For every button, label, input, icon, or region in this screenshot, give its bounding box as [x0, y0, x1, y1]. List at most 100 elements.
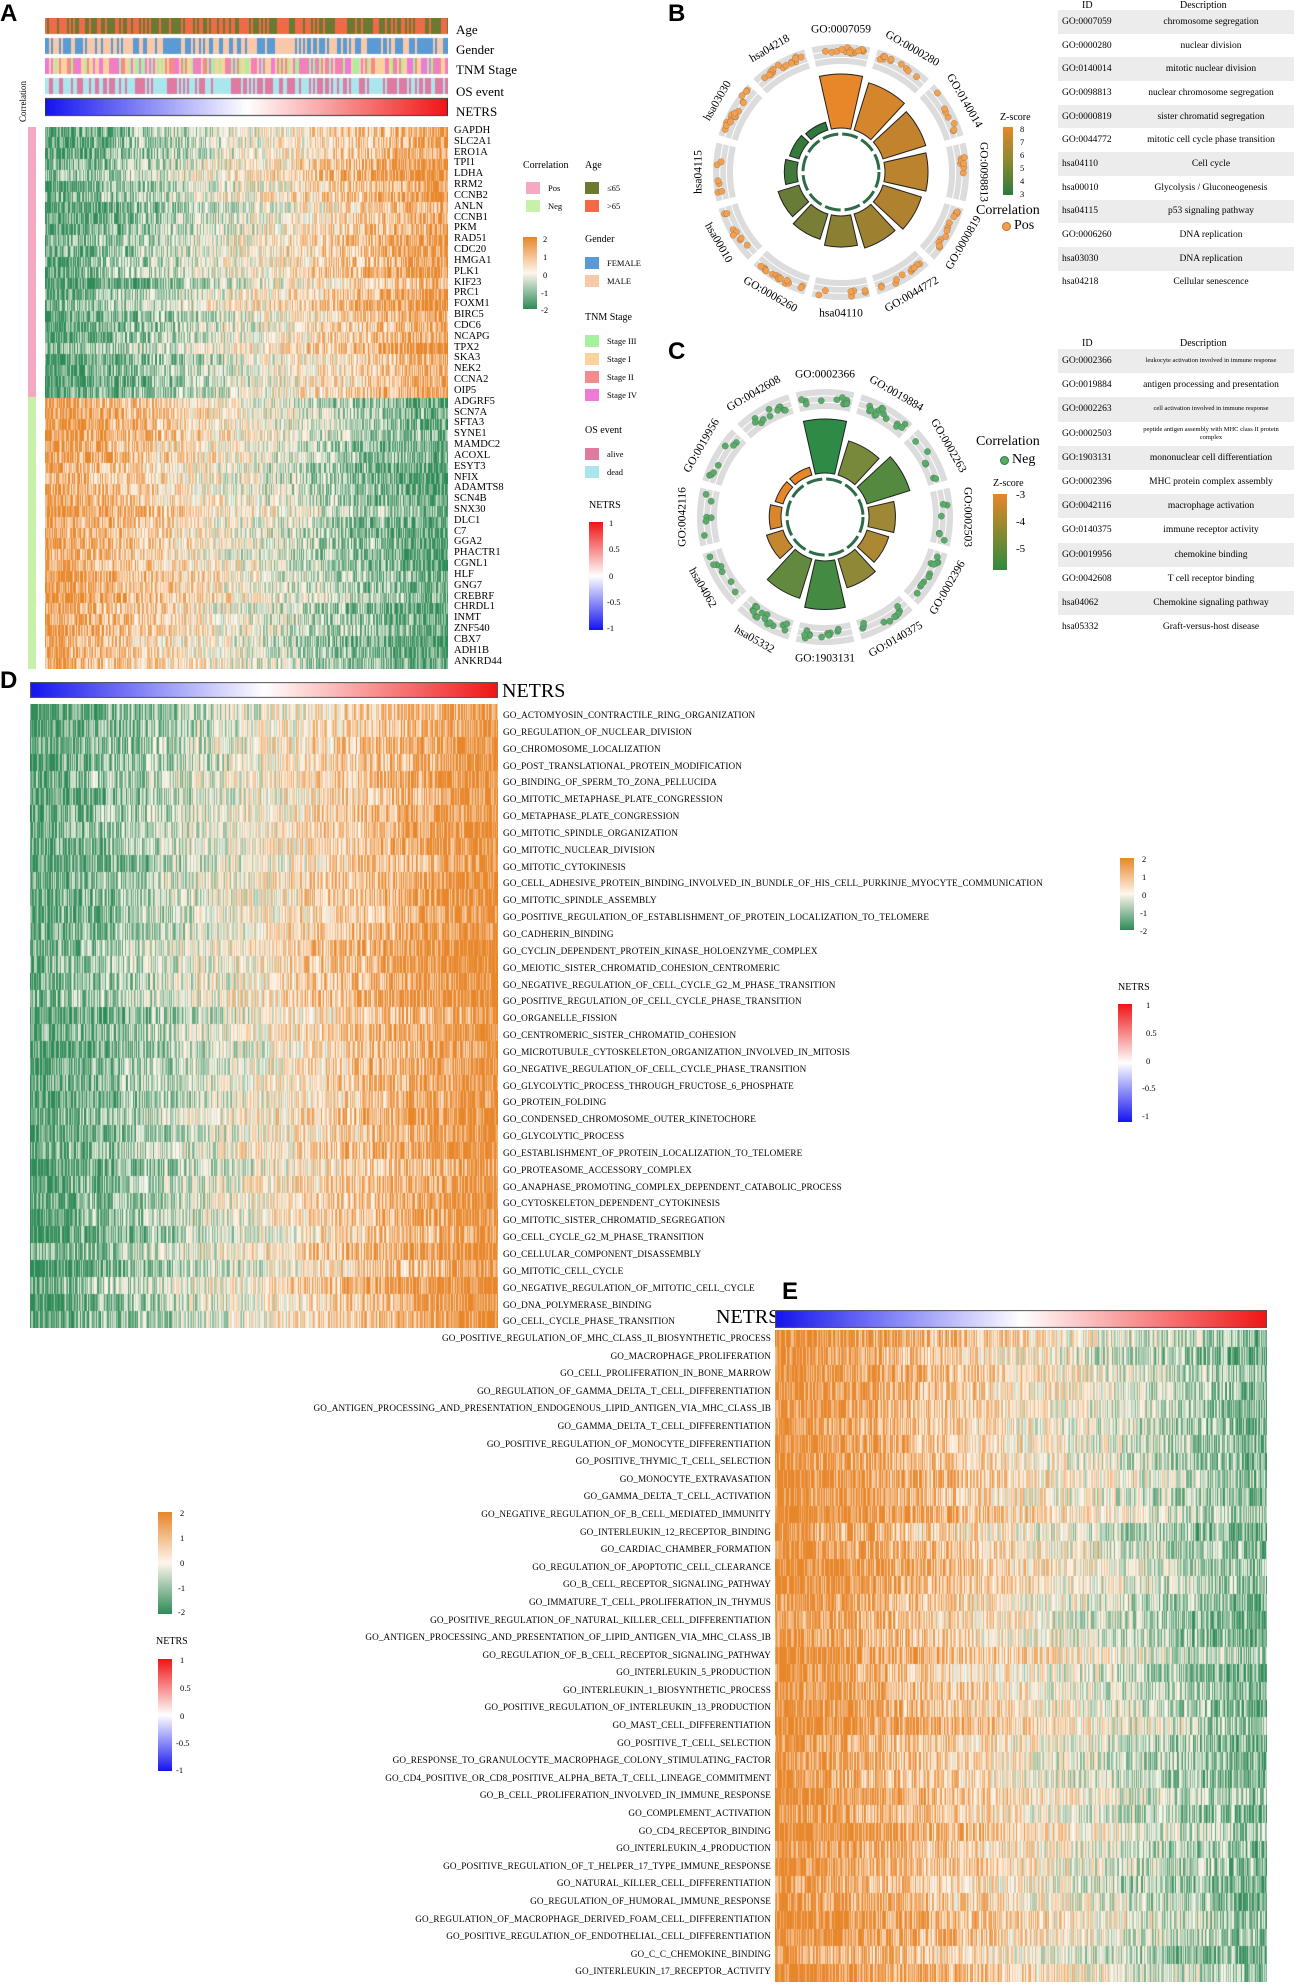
legend-stage2-swatch — [585, 371, 599, 383]
gene-label: CREBRF — [454, 590, 495, 602]
table-cell-description: nuclear division — [1128, 33, 1294, 58]
gene-dot — [950, 120, 958, 127]
gene-dot — [765, 71, 773, 79]
gene-dot — [782, 62, 790, 69]
band-gridline — [730, 204, 758, 251]
gene-dot — [942, 233, 950, 241]
gene-dot — [723, 210, 731, 217]
table-cell-id: hsa00010 — [1058, 175, 1128, 200]
term-label: GO_INTERLEUKIN_12_RECEPTOR_BINDING — [579, 1526, 771, 1537]
table-cell-description: T cell receptor binding — [1128, 566, 1294, 591]
zscore-bar — [768, 504, 783, 530]
gene-label: CDC6 — [454, 319, 481, 331]
table-cell-id: GO:0000280 — [1058, 33, 1128, 58]
legend-neg-swatch — [526, 200, 540, 212]
gene-label: DLC1 — [454, 514, 481, 526]
gene-dot — [935, 530, 943, 538]
legend-neg-label: Neg — [548, 201, 563, 211]
legend-alive-swatch — [585, 448, 599, 460]
gene-dot — [757, 262, 765, 270]
term-label: GO_ANTIGEN_PROCESSING_AND_PRESENTATION_E… — [313, 1403, 771, 1414]
zscore-bar — [853, 203, 896, 249]
gene-dot — [750, 607, 757, 615]
panel-d-heatmap — [30, 704, 498, 1328]
zscore-bar — [837, 440, 880, 486]
legend-female-label: FEMALE — [607, 258, 641, 268]
term-label: GO_BINDING_OF_SPERM_TO_ZONA_PELLUCIDA — [503, 777, 717, 788]
term-label: GO_B_CELL_RECEPTOR_SIGNALING_PATHWAY — [563, 1579, 771, 1590]
panel-d-expr-tick: 1 — [1142, 872, 1147, 882]
gene-dot — [912, 438, 920, 445]
panel-e-expr-tick: 2 — [180, 1508, 185, 1518]
term-label: GO_GLYCOLYTIC_PROCESS — [503, 1131, 625, 1142]
term-label: GO_MITOTIC_SPINDLE_ORGANIZATION — [503, 827, 678, 838]
zscore-bar — [872, 184, 923, 230]
term-label: GO_NEGATIVE_REGULATION_OF_CELL_CYCLE_PHA… — [503, 1063, 807, 1074]
term-label: GO_CHROMOSOME_LOCALIZATION — [503, 743, 661, 754]
gene-label: ERO1A — [454, 146, 488, 158]
gene-dot — [766, 619, 774, 627]
gene-label: ACOXL — [454, 449, 491, 461]
track-label-gender: Gender — [456, 42, 495, 57]
zscore-bar — [788, 466, 813, 486]
term-label: GO_C_C_CHEMOKINE_BINDING — [630, 1948, 771, 1959]
gene-dot — [722, 122, 730, 129]
gene-dot — [821, 47, 829, 55]
panel-b-zscore-tick: 5 — [1020, 163, 1025, 173]
gene-dot — [960, 159, 968, 167]
gene-dot — [886, 617, 894, 625]
table-cell-id: hsa05332 — [1058, 615, 1128, 640]
band-gridline — [762, 255, 809, 283]
gene-dot — [880, 618, 888, 626]
track-label-tnm: TNM Stage — [456, 62, 518, 77]
term-label: GO_CYCLIN_DEPENDENT_PROTEIN_KINASE_HOLOE… — [503, 945, 818, 956]
gene-dot — [817, 397, 825, 405]
panel-c-zscore-tick: -3 — [1016, 489, 1026, 501]
gene-dot — [731, 109, 739, 117]
gene-dot — [845, 48, 853, 56]
panel-d-netrs-tick: 1 — [1146, 1000, 1151, 1010]
gene-dot — [834, 625, 842, 633]
term-label: GO_MITOTIC_CELL_CYCLE — [503, 1265, 624, 1276]
zscore-bar — [783, 158, 799, 186]
panel-e-netrs-tick: -0.5 — [176, 1738, 190, 1748]
legend-stage4-label: Stage IV — [607, 390, 637, 400]
table-cell-id: GO:0098813 — [1058, 81, 1128, 105]
legend-gender-title: Gender — [585, 234, 615, 245]
gene-label: NFIX — [454, 471, 479, 483]
panel-b-zscore-tick: 8 — [1020, 124, 1025, 134]
legend-stage4-swatch — [585, 389, 599, 401]
gene-label: GNG7 — [454, 579, 482, 591]
gene-dot — [765, 405, 773, 413]
panel-c-zscore-colorbar — [993, 494, 1007, 570]
legend-age-le65-swatch — [585, 182, 599, 194]
outer-band — [795, 389, 855, 412]
legend-netrs-tick: 0.5 — [609, 544, 620, 554]
gene-label: INMT — [454, 612, 481, 624]
gene-dot — [924, 448, 931, 456]
gene-label: ZNF540 — [454, 623, 490, 635]
inner-ring — [801, 132, 881, 212]
gene-label: SYNE1 — [454, 428, 487, 440]
gene-dot — [877, 283, 885, 291]
gene-label: CCNA2 — [454, 374, 489, 386]
table-cell-description: Cell cycle — [1128, 152, 1294, 176]
category-label: GO:0007059 — [811, 24, 871, 36]
panel-d-netrs-tick: -0.5 — [1142, 1083, 1156, 1093]
gene-dot — [930, 560, 938, 568]
gene-label: NEK2 — [454, 363, 481, 375]
gene-dot — [939, 500, 947, 508]
term-label: GO_MONOCYTE_EXTRAVASATION — [619, 1473, 771, 1484]
panel-e-expr-tick: 1 — [180, 1533, 185, 1543]
band-gridline — [814, 283, 868, 288]
gene-dot — [743, 241, 751, 249]
term-label: GO_MICROTUBULE_CYTOSKELETON_ORGANIZATION… — [503, 1046, 851, 1057]
table-cell-id: GO:0006260 — [1058, 223, 1128, 247]
legend-netrs-tick: -0.5 — [607, 597, 621, 607]
gene-label: BIRC5 — [454, 309, 484, 321]
panel-c-zscore-tick: -5 — [1016, 543, 1026, 555]
